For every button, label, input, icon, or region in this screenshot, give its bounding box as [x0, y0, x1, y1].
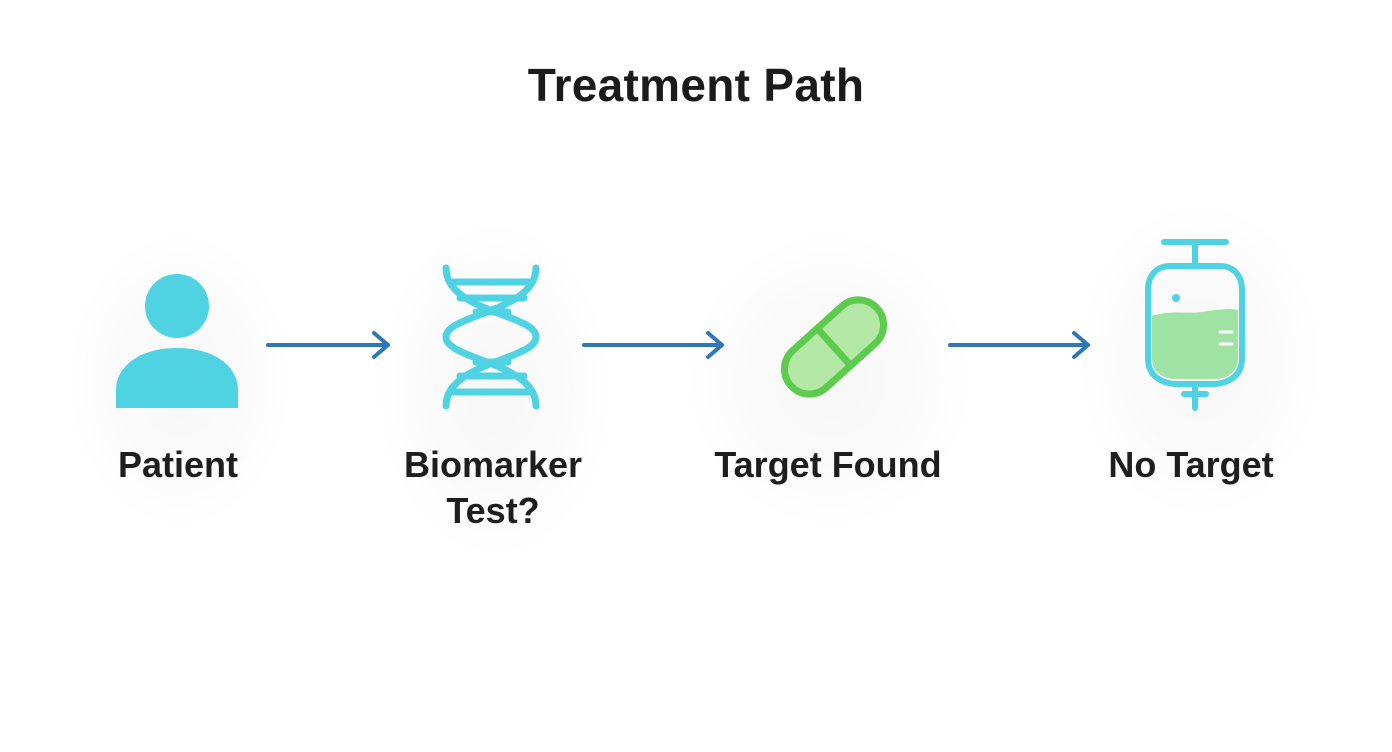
step-label-patient: Patient — [117, 444, 239, 485]
arrow-connector — [582, 330, 728, 360]
dna-icon — [436, 262, 548, 412]
iv-bag-icon — [1140, 236, 1250, 414]
arrow-connector — [948, 330, 1094, 360]
diagram-title: Treatment Path — [527, 59, 865, 111]
step-label-no-target: No Target — [1108, 444, 1274, 485]
person-icon — [110, 270, 244, 412]
step-label-target-found: Target Found — [714, 444, 942, 485]
arrow-connector — [266, 330, 394, 360]
pill-icon — [770, 284, 898, 410]
step-label-biomarker-test: Biomarker Test? — [403, 444, 583, 531]
